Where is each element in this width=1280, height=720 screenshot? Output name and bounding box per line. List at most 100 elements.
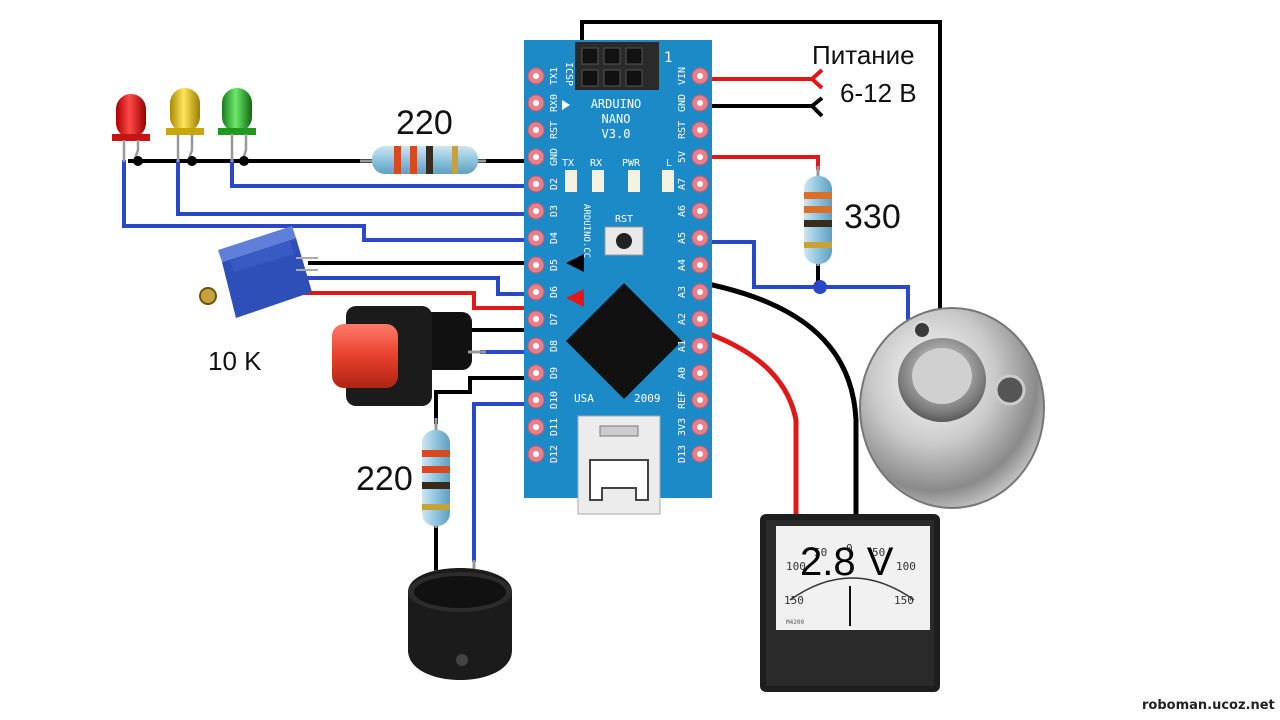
wire-5v-resistor bbox=[700, 155, 820, 170]
pin-label-left-d7: D7 bbox=[549, 313, 560, 325]
wires bbox=[122, 20, 942, 572]
push-button[interactable] bbox=[332, 306, 486, 406]
meter-scale-150-left: 150 bbox=[784, 594, 804, 607]
wire-pot-red bbox=[300, 291, 566, 310]
icsp-label: ICSP bbox=[563, 62, 574, 86]
arduino-nano-board: ICSP 1 ARDUINO NANO V3.0 TX RX PWR L ARD… bbox=[524, 40, 712, 515]
potentiometer-value: 10 K bbox=[208, 346, 262, 376]
pin-hole-right-5v bbox=[697, 154, 703, 160]
resistor-top-value: 220 bbox=[396, 104, 453, 142]
pin-hole-right-a6 bbox=[697, 208, 703, 214]
meter-scale-arc bbox=[789, 577, 915, 601]
pin-hole-right-a0 bbox=[697, 370, 703, 376]
pin-label-right-gnd: GND bbox=[677, 94, 688, 112]
pin-label-left-d9: D9 bbox=[549, 367, 560, 379]
pin-hole-left-rst bbox=[533, 127, 539, 133]
onboard-leds: TX RX PWR L bbox=[562, 158, 674, 192]
wire-buzzer-d9 bbox=[434, 376, 536, 424]
meter-footer: M4200 bbox=[786, 619, 804, 626]
pin-label-right-a3: A3 bbox=[677, 286, 688, 298]
pin-label-left-d10: D10 bbox=[549, 391, 560, 409]
wire-pot-d6 bbox=[302, 276, 536, 296]
pin-hole-left-d2 bbox=[533, 181, 539, 187]
pin-label-left-d11: D11 bbox=[549, 418, 560, 436]
pin-hole-left-d4 bbox=[533, 235, 539, 241]
pin-label-right-vin: VIN bbox=[677, 67, 688, 85]
pin-hole-left-d9 bbox=[533, 370, 539, 376]
pin-label-left-d2: D2 bbox=[549, 178, 560, 190]
meter-scale-50-left: 50 bbox=[814, 546, 827, 559]
pin-hole-left-rx0 bbox=[533, 100, 539, 106]
pin-label-right-a0: A0 bbox=[677, 367, 688, 379]
usb-contacts bbox=[599, 425, 639, 437]
touch-sensor bbox=[859, 307, 1045, 509]
pin-hole-right-a2 bbox=[697, 316, 703, 322]
mcu-chip bbox=[566, 283, 682, 399]
pin-label-left-d3: D3 bbox=[549, 205, 560, 217]
pin-label-left-d12: D12 bbox=[549, 445, 560, 463]
reset-button-cap[interactable] bbox=[616, 233, 632, 249]
pin-label-right-a5: A5 bbox=[677, 232, 688, 244]
resistor-bottom-value: 220 bbox=[356, 460, 413, 498]
rst-button-label: RST bbox=[615, 214, 633, 225]
icsp-pin1-label: 1 bbox=[664, 50, 672, 66]
potentiometer-screw[interactable] bbox=[199, 287, 217, 305]
pin-label-right-a6: A6 bbox=[677, 205, 688, 217]
usb-plug-shape bbox=[589, 459, 649, 501]
pin-label-left-tx1: TX1 bbox=[549, 67, 560, 85]
junction-a5-node bbox=[813, 280, 827, 294]
pin-label-right-d13: D13 bbox=[677, 445, 688, 463]
chip-text: ARDUINO.CC bbox=[581, 204, 591, 258]
pin-hole-right-gnd bbox=[697, 100, 703, 106]
power-voltage-range: 6-12 В bbox=[840, 78, 917, 108]
pin-label-left-rx0: RX0 bbox=[549, 94, 560, 112]
led-label-tx: TX bbox=[562, 158, 574, 169]
power-title: Питание bbox=[812, 40, 915, 70]
pin-hole-right-a7 bbox=[697, 181, 703, 187]
pin-hole-right-rst bbox=[697, 127, 703, 133]
led-ground-junctions bbox=[133, 156, 249, 166]
resistor-right-value: 330 bbox=[844, 198, 901, 236]
wire-yellow-led-d3 bbox=[176, 160, 536, 216]
board-version: V3.0 bbox=[602, 127, 631, 141]
pin-hole-right-vin bbox=[697, 73, 703, 79]
country-label: USA bbox=[574, 392, 594, 405]
pin-hole-right-d13 bbox=[697, 451, 703, 457]
meter-scale-100-left: 100 bbox=[786, 560, 806, 573]
pin-hole-left-d6 bbox=[533, 289, 539, 295]
wire-gnd bbox=[700, 96, 824, 118]
pin-label-left-d5: D5 bbox=[549, 259, 560, 271]
wire-green-led-d2 bbox=[230, 160, 536, 188]
connector-arrow-d5 bbox=[566, 254, 584, 272]
pin-label-left-rst: RST bbox=[549, 121, 560, 139]
resistor-220-bottom bbox=[422, 418, 450, 528]
pin-label-right-ref: REF bbox=[677, 391, 688, 409]
pin1-triangle bbox=[562, 100, 570, 110]
led-label-l: L bbox=[666, 158, 672, 169]
led-green bbox=[218, 88, 256, 163]
meter-scale-100-right: 100 bbox=[896, 560, 916, 573]
pin-hole-right-ref bbox=[697, 397, 703, 403]
pin-label-right-a1: A1 bbox=[677, 340, 688, 352]
pin-label-right-5v: 5V bbox=[677, 151, 688, 163]
pin-hole-left-gnd bbox=[533, 154, 539, 160]
pin-label-left-gnd: GND bbox=[549, 148, 560, 166]
pin-label-right-a2: A2 bbox=[677, 313, 688, 325]
board-model: NANO bbox=[602, 112, 631, 126]
watermark: roboman.ucoz.net bbox=[1142, 698, 1275, 713]
pin-hole-left-d12 bbox=[533, 451, 539, 457]
board-name: ARDUINO bbox=[591, 97, 642, 111]
pin-label-right-a4: A4 bbox=[677, 259, 688, 271]
pin-hole-left-d5 bbox=[533, 262, 539, 268]
pin-label-right-rst: RST bbox=[677, 121, 688, 139]
icsp-pins bbox=[581, 47, 643, 87]
potentiometer[interactable] bbox=[199, 226, 318, 318]
meter-scale-150-right: 150 bbox=[894, 594, 914, 607]
pin-hole-left-d3 bbox=[533, 208, 539, 214]
pin-label-left-d4: D4 bbox=[549, 232, 560, 244]
led-label-pwr: PWR bbox=[622, 158, 641, 169]
pin-hole-right-a1 bbox=[697, 343, 703, 349]
pin-label-left-d8: D8 bbox=[549, 340, 560, 352]
